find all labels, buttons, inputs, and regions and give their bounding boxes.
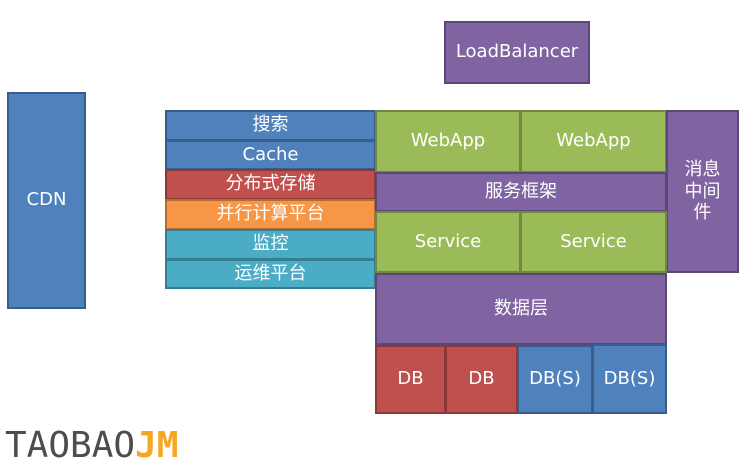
operations-platform-box: 运维平台 — [165, 259, 376, 289]
load-balancer-box: LoadBalancer — [444, 21, 590, 84]
monitoring-box: 监控 — [165, 229, 376, 260]
db-s-box-2: DB(S) — [592, 344, 667, 414]
db-box-2: DB — [445, 345, 518, 414]
logo-main-text: TAOBAO — [5, 425, 136, 466]
service-box-1: Service — [375, 211, 521, 273]
taobao-jm-logo: TAOBAOJM — [5, 428, 178, 464]
logo-accent-text: JM — [135, 425, 179, 466]
service-framework-box: 服务框架 — [375, 172, 667, 212]
service-box-2: Service — [520, 211, 667, 273]
search-box: 搜索 — [165, 110, 376, 141]
cache-box: Cache — [165, 140, 376, 170]
distributed-storage-box: 分布式存储 — [165, 169, 376, 200]
parallel-computing-box: 并行计算平台 — [165, 199, 376, 230]
message-middleware-box: 消息中间件 — [666, 110, 739, 273]
message-middleware-label: 消息中间件 — [684, 159, 721, 224]
db-box-1: DB — [375, 345, 446, 414]
webapp-box-2: WebApp — [520, 110, 667, 173]
data-layer-box: 数据层 — [375, 273, 667, 345]
cdn-box: CDN — [7, 92, 86, 309]
db-s-box-1: DB(S) — [517, 345, 593, 414]
webapp-box-1: WebApp — [375, 110, 521, 173]
